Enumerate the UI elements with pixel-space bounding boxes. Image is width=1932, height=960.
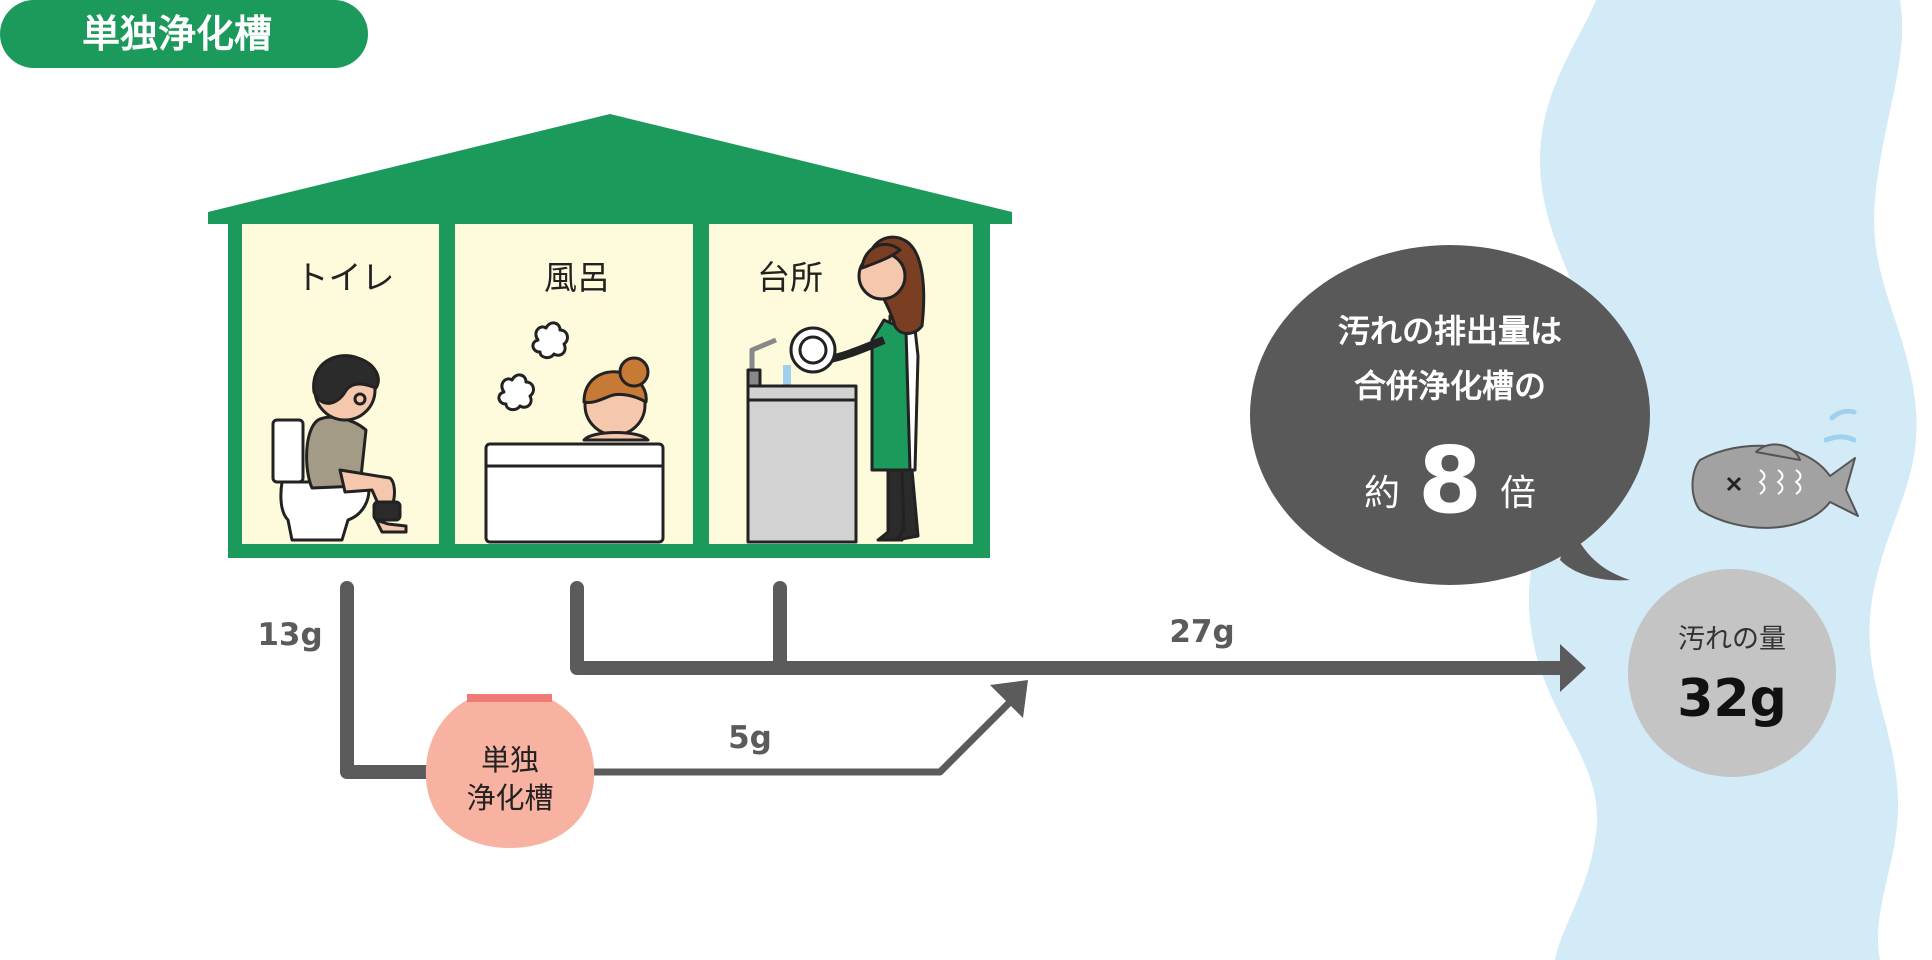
pipe-toilet (340, 581, 447, 779)
pipes (340, 581, 1567, 779)
total-pollution-circle: 汚れの量 32g (1628, 569, 1836, 777)
flow-label-tank-out: 5g (728, 720, 772, 756)
septic-tank-label-2: 浄化槽 (466, 781, 553, 815)
pipe-bath (570, 581, 1567, 675)
room-label-toilet: トイレ (296, 258, 395, 297)
bubble-number: 8 (1418, 427, 1482, 534)
bubble-suffix: 倍 (1500, 473, 1536, 514)
total-value: 32g (1677, 669, 1787, 729)
system-type-badge: 単独浄化槽 (0, 0, 368, 68)
speech-bubble: 汚れの排出量は 合併浄化槽の 約 8 倍 (1250, 245, 1650, 585)
arrow-head-main (1560, 644, 1586, 692)
total-label: 汚れの量 (1678, 624, 1786, 655)
flow-label-main: 27g (1169, 614, 1234, 650)
bubble-prefix: 約 (1364, 473, 1400, 514)
room-label-kitchen: 台所 (757, 258, 823, 297)
septic-tank: 単独 浄化槽 (425, 694, 595, 848)
arrow-head-tank (990, 680, 1028, 718)
septic-tank-label-1: 単独 (481, 743, 539, 777)
river-far-bank (1869, 0, 1932, 960)
dead-fish-icon (1691, 408, 1859, 529)
toilet-person-illustration (271, 354, 408, 542)
house-roof (208, 114, 1012, 224)
house: トイレ 風呂 台所 (208, 114, 1012, 558)
room-label-bath: 風呂 (544, 258, 610, 297)
kitchen-person-illustration (746, 235, 926, 544)
flow-label-toilet: 13g (257, 617, 322, 653)
pipe-tank-out (590, 691, 1021, 776)
bubble-line-2: 合併浄化槽の (1354, 367, 1546, 405)
bath-person-illustration (484, 321, 665, 544)
bubble-line-1: 汚れの排出量は (1338, 312, 1562, 350)
